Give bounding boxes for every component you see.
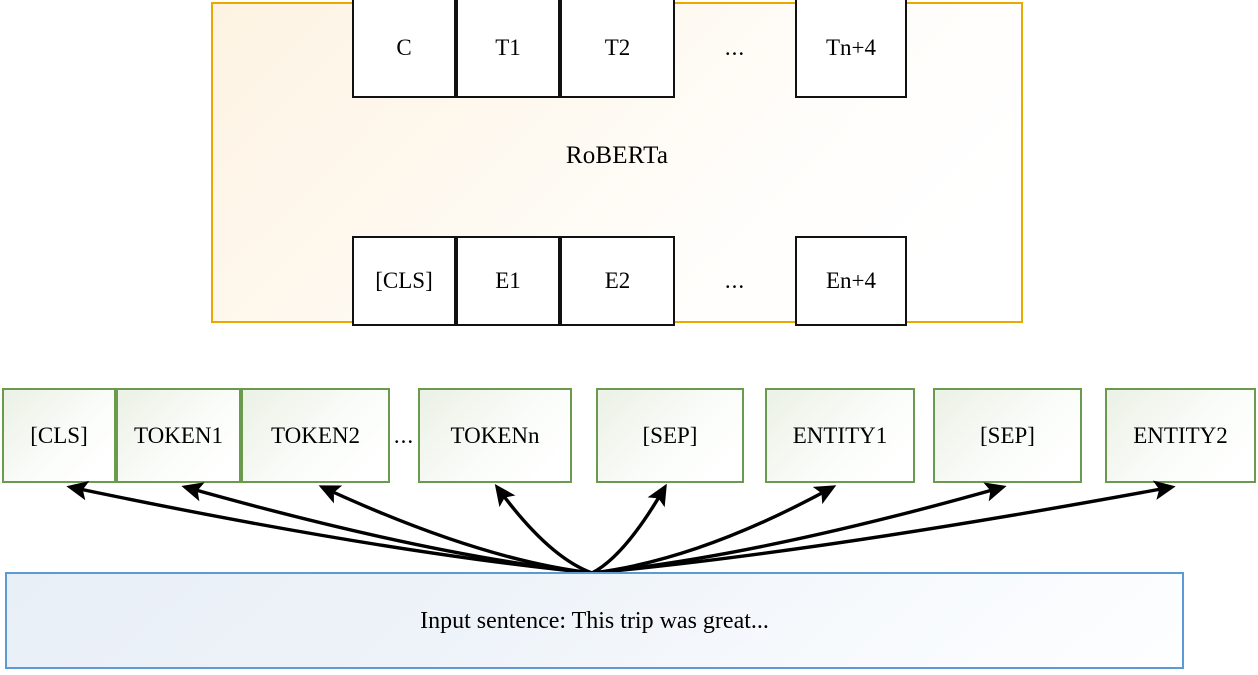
- arrow-to-sep-2: [591, 482, 1007, 575]
- token-box-sep-2: [SEP]: [933, 388, 1082, 483]
- encoder-output-ellipsis: ...: [724, 35, 746, 60]
- input-sentence-text: Input sentence: This trip was great...: [420, 607, 769, 634]
- arrow-to-entity1: [591, 485, 837, 575]
- encoder-output-cell-tn4: Tn+4: [795, 0, 907, 98]
- token-box-sep-1: [SEP]: [596, 388, 744, 483]
- encoder-input-cell-cls: [CLS]: [352, 236, 456, 326]
- encoder-output-cell-t2: T2: [560, 0, 675, 98]
- encoder-output-cell-c: C: [352, 0, 456, 98]
- arrow-to-token2: [318, 485, 593, 575]
- token-box-token1: TOKEN1: [116, 388, 241, 483]
- arrow-to-cls: [66, 480, 593, 575]
- input-sentence-box: Input sentence: This trip was great...: [5, 572, 1184, 669]
- encoder-label: RoBERTa: [565, 142, 669, 169]
- arrow-to-entity2: [591, 480, 1176, 575]
- encoder-output-cell-t1: T1: [456, 0, 560, 98]
- token-box-cls: [CLS]: [2, 388, 116, 483]
- token-box-token2: TOKEN2: [241, 388, 390, 483]
- token-box-entity2: ENTITY2: [1105, 388, 1256, 483]
- arrow-to-sep-1: [591, 483, 667, 575]
- arrow-to-token1: [181, 482, 593, 575]
- encoder-input-cell-en4: En+4: [795, 236, 907, 326]
- encoder-input-ellipsis: ...: [724, 268, 746, 293]
- encoder-input-cell-e1: E1: [456, 236, 560, 326]
- encoder-input-cell-e2: E2: [560, 236, 675, 326]
- token-box-entity1: ENTITY1: [765, 388, 915, 483]
- token-box-tokenn: TOKENn: [418, 388, 572, 483]
- token-row-ellipsis: ...: [393, 422, 415, 448]
- arrow-to-tokenn: [494, 483, 593, 575]
